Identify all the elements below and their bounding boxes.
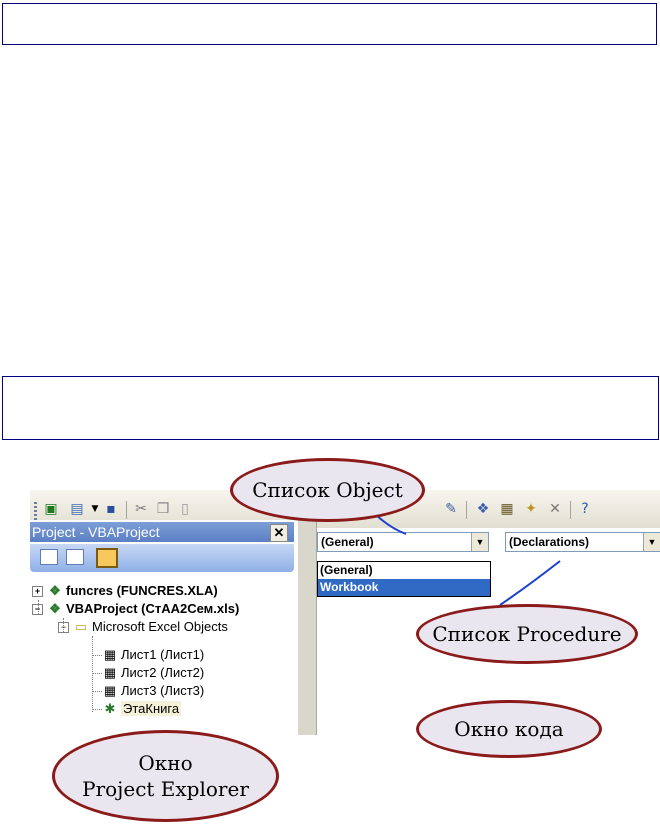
callout-object-list: Список Object [230,458,425,522]
view-code-icon[interactable] [40,549,58,565]
toolbar-separator [570,501,571,519]
callout-explorer-line2: Project Explorer [82,777,249,801]
tree-node-label: Microsoft Excel Objects [92,619,228,634]
tree-node-funcres[interactable]: + ❖ funcres (FUNCRES.XLA) [32,582,218,600]
copy-icon[interactable]: ❐ [156,501,170,517]
collapse-icon[interactable]: − [32,604,43,616]
save-icon[interactable]: ▪ [106,501,116,517]
tree-line [92,709,102,710]
tree-node-thisworkbook[interactable]: ✱ ЭтаКнига [102,700,182,718]
object-browser-icon[interactable]: ✦ [525,501,537,517]
design-mode-icon[interactable]: ✎ [445,501,457,517]
procedure-combo-value: (Declarations) [509,535,590,549]
callout-project-explorer: Окно Project Explorer [52,730,279,822]
toolbox-icon[interactable]: ✕ [549,501,561,517]
chevron-down-icon[interactable]: ▼ [643,533,660,551]
tree-line [92,691,102,692]
view-object-icon[interactable] [66,549,84,565]
chevron-down-icon[interactable]: ▼ [471,533,488,551]
callout-procedure-list: Список Procedure [416,604,638,664]
toggle-folders-icon[interactable] [96,548,118,568]
project-explorer-title-text: Project - VBAProject [32,524,160,540]
project-explorer-icon[interactable]: ❖ [476,501,490,517]
toolbar-separator [466,501,467,519]
tree-node-label: VBAProject (СтАА2Сем.xls) [66,601,240,616]
callout-code-text: Окно кода [454,717,564,741]
properties-icon[interactable]: ▦ [500,501,514,517]
project-explorer-title: Project - VBAProject ✕ [30,522,294,542]
excel-icon[interactable]: ▣ [44,501,58,517]
object-dropdown-list: (General) Workbook [317,561,491,597]
tree-node-sheet1[interactable]: ▦ Лист1 (Лист1) [102,646,204,664]
paste-icon[interactable]: ▯ [181,501,189,517]
dropdown-arrow-icon[interactable]: ▼ [91,504,99,514]
object-combo-value: (General) [321,535,374,549]
folder-icon: ▭ [74,619,88,634]
vba-project-icon: ❖ [49,583,61,598]
workbook-icon: ✱ [104,701,116,716]
callout-explorer-line1: Окно [138,751,193,775]
vba-project-icon: ❖ [49,601,61,616]
toolbar-grip[interactable] [34,502,37,520]
dropdown-item-selected[interactable]: Workbook [318,579,490,596]
vba-editor-screenshot: ▣ ▤ ▼ ▪ ✂ ❐ ▯ ✎ ❖ ▦ ✦ ✕ ? Project - VBAP… [30,480,660,735]
tree-node-label: Лист2 (Лист2) [121,665,205,680]
toolbar-separator [126,501,127,519]
empty-frame-top [2,3,657,45]
tree-node-vbaproject[interactable]: −❖ VBAProject (СтАА2Сем.xls) [32,600,239,618]
worksheet-icon: ▦ [103,647,117,662]
tree-node-sheet3[interactable]: ▦ Лист3 (Лист3) [102,682,204,700]
procedure-combo[interactable]: (Declarations) ▼ [505,532,660,552]
empty-frame-middle [2,376,659,440]
insert-userform-icon[interactable]: ▤ [70,501,84,517]
tree-node-label: ЭтаКнига [121,701,182,716]
tree-line [92,636,93,712]
help-icon[interactable]: ? [581,501,589,517]
expand-icon[interactable]: + [32,586,43,598]
callout-object-text: Список Object [252,478,403,502]
object-combo[interactable]: (General) ▼ [317,532,489,552]
project-explorer-toolbar [30,544,294,572]
close-icon[interactable]: ✕ [270,524,288,542]
callout-code-window: Окно кода [416,700,602,758]
tree-node-label: Лист3 (Лист3) [121,683,205,698]
pane-splitter[interactable] [302,520,317,735]
tree-node-excel-objects[interactable]: −▭ Microsoft Excel Objects [58,618,228,636]
worksheet-icon: ▦ [103,665,117,680]
tree-node-sheet2[interactable]: ▦ Лист2 (Лист2) [102,664,204,682]
tree-line [38,600,39,614]
callout-procedure-text: Список Procedure [432,622,622,646]
cut-icon[interactable]: ✂ [135,501,147,517]
tree-node-label: funcres (FUNCRES.XLA) [66,583,218,598]
tree-line [63,618,64,632]
tree-node-label: Лист1 (Лист1) [121,647,205,662]
project-explorer-pane: Project - VBAProject ✕ + ❖ funcres (FUNCRE… [30,520,302,735]
collapse-icon[interactable]: − [58,622,69,634]
tree-line [92,673,102,674]
worksheet-icon: ▦ [103,683,117,698]
tree-line [92,655,102,656]
dropdown-item[interactable]: (General) [320,563,373,577]
